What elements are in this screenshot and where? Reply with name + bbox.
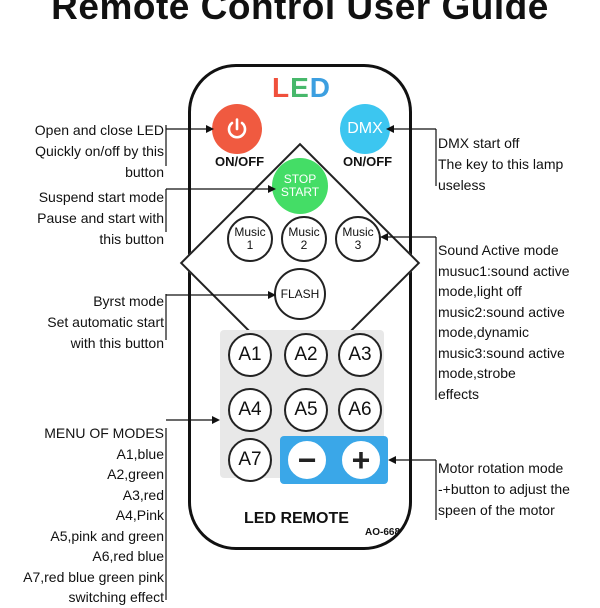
dmx-note-line3: useless — [438, 177, 486, 193]
power-annotation: Open and close LED Quickly on/off by thi… — [0, 120, 164, 183]
modes-note-line5: A4,Pink — [115, 507, 164, 523]
sound-note-line3: mode,light off — [438, 283, 522, 299]
modes-note-line8: A7,red blue green pink — [23, 568, 164, 585]
mode-a2-button[interactable]: A2 — [284, 333, 328, 377]
page-title: Remote Control User Guide — [51, 0, 549, 27]
led-logo: LED — [272, 72, 331, 104]
motor-note-line2: -+button to adjust the — [438, 481, 570, 497]
stop-start-button[interactable]: STOP START — [272, 158, 328, 214]
dmx-button-label: ON/OFF — [343, 154, 393, 169]
motor-note-line3: speen of the motor — [438, 502, 555, 518]
music-1-line1: Music — [234, 225, 266, 239]
mode-a1-button[interactable]: A1 — [228, 333, 272, 377]
flash-arrowhead — [268, 291, 276, 299]
sound-note-line2: musuc1:sound active — [438, 262, 570, 279]
power-arrowhead — [206, 125, 214, 133]
dmx-note-line2: The key to this lamp — [438, 156, 564, 172]
stop-arrowhead — [268, 185, 276, 193]
sound-annotation: Sound Active mode musuc1:sound active mo… — [438, 240, 600, 404]
mode-a5-button[interactable]: A5 — [284, 388, 328, 432]
modes-note-line1: MENU OF MODES — [44, 425, 164, 441]
music-1-line2: 1 — [246, 238, 254, 252]
dmx-button[interactable]: DMX — [340, 104, 390, 154]
start-label: START — [280, 185, 320, 199]
music-3-line2: 3 — [354, 238, 362, 252]
dmx-arrowhead — [386, 125, 394, 133]
power-note-line1: Open and close LED — [34, 122, 164, 138]
logo-letter-l: L — [272, 72, 291, 103]
power-button-label: ON/OFF — [215, 154, 265, 169]
logo-letter-e: E — [290, 72, 310, 103]
speed-minus-button[interactable]: − — [286, 439, 328, 481]
power-note-line2: Quickly on/off by this — [35, 143, 164, 159]
power-icon — [227, 118, 247, 139]
stop-label: STOP — [283, 172, 317, 186]
mode-a4-button[interactable]: A4 — [228, 388, 272, 432]
sound-note-line4: music2:sound active — [438, 303, 565, 320]
motor-note-line1: Motor rotation mode — [438, 460, 564, 476]
sound-note-line5: mode,dynamic — [438, 324, 530, 340]
modes-note-line2: A1,blue — [116, 445, 164, 462]
stop-note-line1: Suspend start mode — [38, 189, 164, 205]
stop-annotation: Suspend start mode Pause and start with … — [0, 187, 164, 250]
motor-arrowhead — [388, 456, 396, 464]
stop-note-line2: Pause and start with — [37, 210, 164, 226]
modes-note-line6: A5,pink and green — [50, 527, 164, 544]
flash-note-line2: Set automatic start — [47, 314, 164, 330]
flash-annotation: Byrst mode Set automatic start with this… — [0, 291, 164, 354]
music-3-line1: Music — [342, 225, 374, 239]
motor-annotation: Motor rotation mode -+button to adjust t… — [438, 458, 600, 521]
logo-letter-d: D — [309, 72, 332, 103]
mode-a7-button[interactable]: A7 — [228, 438, 272, 482]
flash-note-line1: Byrst mode — [93, 293, 164, 309]
sound-note-line8: effects — [438, 385, 479, 402]
brand-label: LED REMOTE — [244, 510, 349, 527]
power-button[interactable] — [212, 104, 262, 154]
mode-a6-button[interactable]: A6 — [338, 388, 382, 432]
flash-button[interactable]: FLASH — [274, 268, 326, 320]
modes-note-line3: A2,green — [107, 466, 164, 482]
sound-note-line6: music3:sound active — [438, 344, 565, 361]
modes-note-line7: A6,red blue — [92, 548, 164, 564]
music-2-line1: Music — [288, 225, 320, 239]
modes-note-line4: A3,red — [122, 486, 164, 503]
speed-plus-button[interactable]: + — [340, 439, 382, 481]
flash-note-line3: with this button — [70, 335, 164, 351]
sound-note-line7: mode,strobe — [438, 365, 516, 381]
mode-a3-button[interactable]: A3 — [338, 333, 382, 377]
sound-note-line1: Sound Active mode — [438, 242, 559, 258]
model-label: AO-668 — [365, 527, 401, 538]
power-note-line3: button — [125, 164, 164, 180]
music-2-line2: 2 — [300, 238, 308, 252]
stop-note-line3: this button — [99, 231, 164, 247]
sound-arrowhead — [380, 233, 388, 241]
dmx-note-line1: DMX start off — [438, 135, 520, 151]
dmx-annotation: DMX start off The key to this lamp usele… — [438, 133, 600, 196]
modes-arrowhead — [212, 416, 220, 424]
